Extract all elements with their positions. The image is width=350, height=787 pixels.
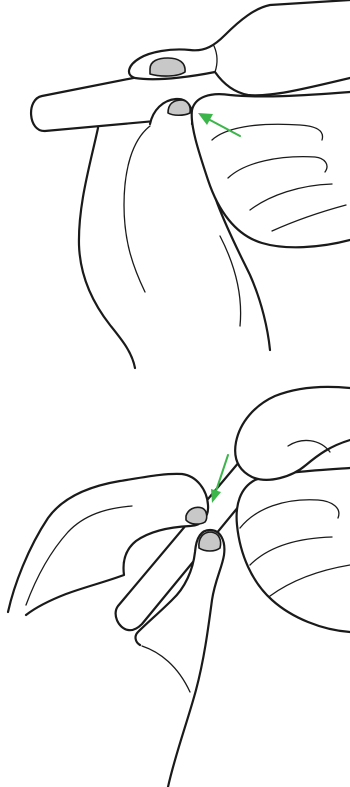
top-index-fingernail <box>168 100 190 115</box>
bottom-upper-hand-outline <box>235 387 350 480</box>
bottom-panel <box>8 387 350 787</box>
top-thumbnail <box>150 58 185 76</box>
bottom-fist <box>237 468 350 632</box>
bottom-thumbnail <box>199 532 221 551</box>
bottom-upper-hand <box>235 387 350 480</box>
top-panel <box>31 0 350 368</box>
bottom-fist-outline <box>237 468 350 632</box>
bottom-index-fingernail <box>186 507 207 524</box>
